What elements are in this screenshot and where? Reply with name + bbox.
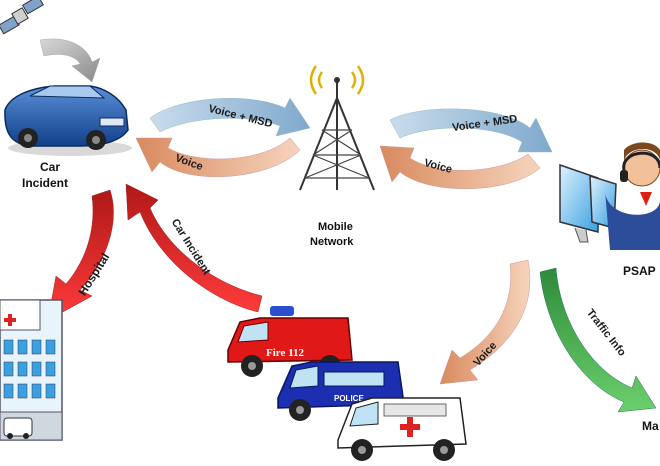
network-label-line1: Mobile [318,221,353,233]
arrow-psap-to-network [379,145,541,190]
car-label-line2: Incident [22,176,68,190]
cell-tower-icon [299,65,375,191]
arrow-network-to-car [135,137,301,177]
car-icon [4,85,132,156]
fire-truck-label: Fire 112 [266,347,304,359]
arrow-car-to-network [149,97,311,137]
psap-operator-icon [559,142,660,250]
psap-label: PSAP [623,264,656,278]
map-label: Ma [642,419,659,433]
arrow-label-traffic-info: Traffic Info [584,307,628,359]
ambulance-icon [337,397,467,461]
arrow-car-incident [125,183,263,313]
fire-truck-icon [227,306,353,377]
satellite-signal-arrow [39,38,101,83]
police-van-label: POLICE [334,394,364,403]
network-label-line2: Network [310,236,354,248]
arrow-psap-to-vehicles [439,259,531,385]
arrow-traffic-info [539,267,657,413]
satellite-icon [0,0,44,35]
hospital-icon [0,299,63,441]
car-label-line1: Car [40,160,60,174]
